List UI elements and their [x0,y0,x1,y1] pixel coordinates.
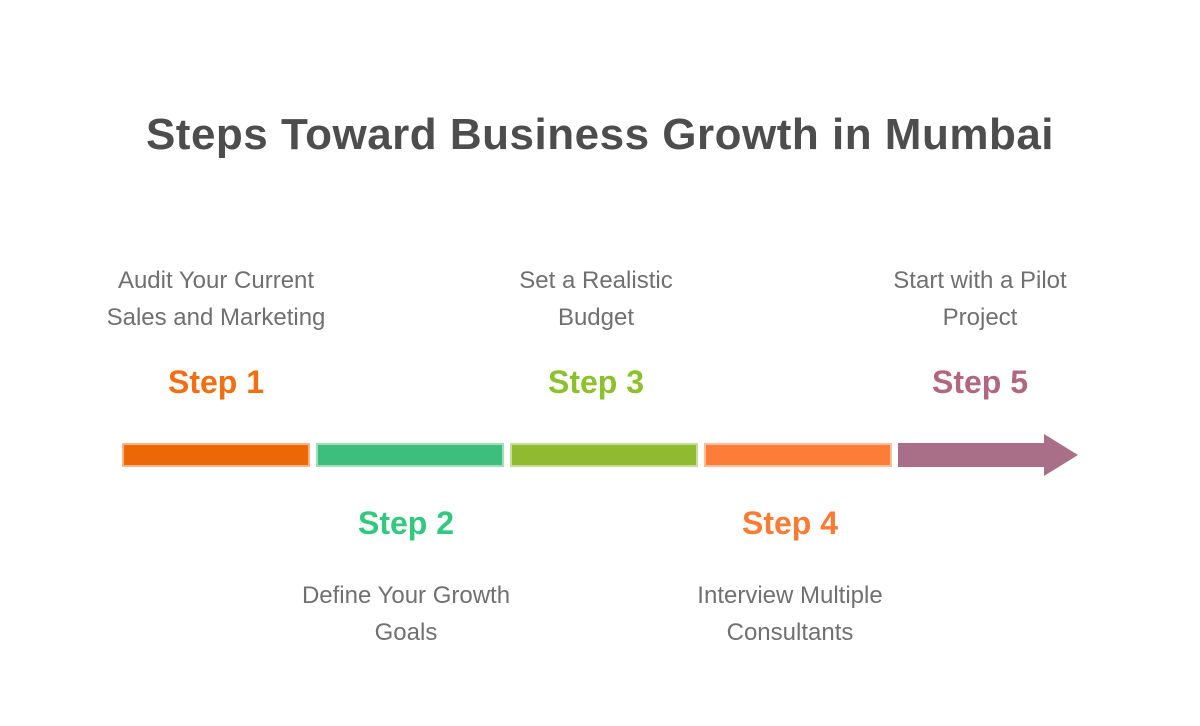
description-line: Goals [374,619,438,646]
step-4-block: Step 4 Interview Multiple Consultants [620,505,960,651]
step-1-description: Audit Your Current Sales and Marketing [46,262,386,336]
page-title: Steps Toward Business Growth in Mumbai [145,110,1055,159]
description-line: Define Your Growth [301,582,511,609]
step-3-description: Set a Realistic Budget [426,262,766,336]
step-4-label: Step 4 [741,505,839,541]
step-1-label: Step 1 [167,364,265,400]
step-1-block: Audit Your Current Sales and Marketing S… [46,262,386,400]
step-2-block: Step 2 Define Your Growth Goals [236,505,576,651]
step-5-block: Start with a Pilot Project Step 5 [810,262,1150,400]
arrow-segment-4 [704,443,892,467]
description-line: Audit Your Current [117,267,315,294]
step-5-description: Start with a Pilot Project [810,262,1150,336]
description-line: Budget [557,304,635,331]
arrow-segment-5 [898,443,1044,467]
description-line: Set a Realistic [519,267,673,294]
arrow-segment-3 [510,443,698,467]
step-2-label: Step 2 [357,505,455,541]
step-3-label: Step 3 [547,364,645,400]
description-line: Project [942,304,1018,331]
step-5-label: Step 5 [931,364,1029,400]
arrow-segment-2 [316,443,504,467]
description-line: Interview Multiple [697,582,883,609]
description-line: Sales and Marketing [106,304,326,331]
arrow-right-icon [1044,434,1078,476]
step-2-description: Define Your Growth Goals [236,577,576,651]
description-line: Start with a Pilot [893,267,1067,294]
step-3-block: Set a Realistic Budget Step 3 [426,262,766,400]
step-4-description: Interview Multiple Consultants [620,577,960,651]
description-line: Consultants [726,619,854,646]
arrow-segment-1 [122,443,310,467]
